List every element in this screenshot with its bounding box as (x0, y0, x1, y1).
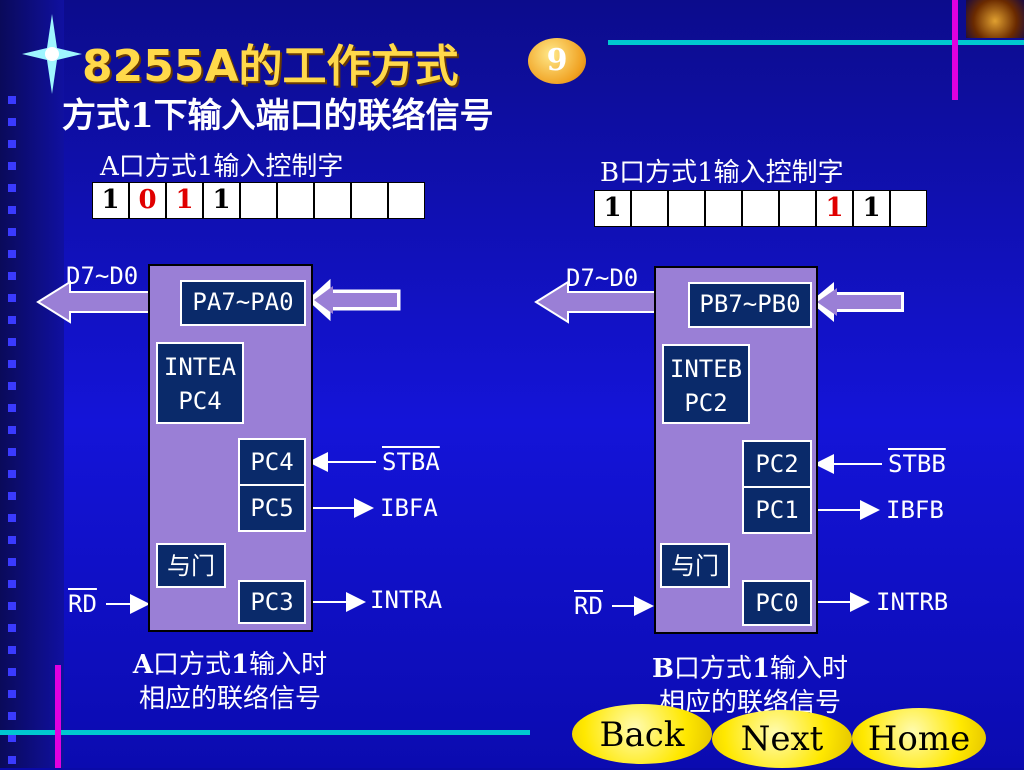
decorative-square (8, 96, 16, 104)
decorative-square (8, 602, 16, 610)
portB-bit-cell (631, 190, 668, 227)
decorative-square (8, 624, 16, 632)
decorative-square (8, 514, 16, 522)
decorative-square (8, 536, 16, 544)
portA-inte-label: INTEA (163, 353, 237, 381)
corner-globe-icon (966, 0, 1024, 38)
accent-line-top (608, 40, 1024, 45)
portB-port-box: PB7~PB0 (688, 282, 812, 328)
portB-bit-cell (779, 190, 816, 227)
home-button[interactable]: Home (852, 708, 986, 768)
decorative-square (8, 690, 16, 698)
decorative-square (8, 118, 16, 126)
portB-pc-top-box: PC2 (742, 440, 812, 488)
decorative-square (8, 162, 16, 170)
portA-bit-cell (388, 182, 425, 219)
portA-and-gate: 与门 (156, 543, 226, 588)
accent-line-bottom (0, 730, 530, 735)
portB-data-bus-label: D7~D0 (566, 264, 639, 292)
decorative-square (8, 272, 16, 280)
portB-bit-cell: 1 (853, 190, 890, 227)
decorative-square (8, 712, 16, 720)
portB-intr-signal: INTRB (876, 588, 949, 616)
portB-pc-bottom-box: PC0 (742, 580, 812, 626)
decorative-square (8, 448, 16, 456)
portA-strobe-signal: STBA (382, 448, 440, 476)
magenta-line-bottom (55, 665, 61, 768)
decorative-square (8, 294, 16, 302)
page-number-badge: 9 (528, 38, 586, 84)
decorative-square (8, 646, 16, 654)
portB-bit-cell (668, 190, 705, 227)
portA-data-bus-label: D7~D0 (66, 262, 139, 290)
portB-bit-cell: 1 (816, 190, 853, 227)
portA-control-word-label: A口方式1输入控制字 (100, 152, 344, 182)
portB-bit-cell (705, 190, 742, 227)
decorative-square (8, 734, 16, 742)
page-title: 8255A的工作方式 (82, 41, 459, 92)
portA-caption: A口方式1输入时 相应的联络信号 (132, 650, 328, 714)
portB-inte-box: INTEB PC2 (662, 344, 750, 424)
portA-inte-box: INTEA PC4 (156, 342, 244, 424)
decorative-square (8, 228, 16, 236)
decorative-square (8, 184, 16, 192)
portA-bit-cell (277, 182, 314, 219)
portB-strobe-signal: STBB (888, 450, 946, 478)
portB-and-gate: 与门 (660, 543, 730, 588)
decorative-square (8, 668, 16, 676)
portB-bit-cell (742, 190, 779, 227)
portB-inte-pin: PC2 (684, 389, 728, 417)
magenta-line-top (952, 0, 958, 100)
portA-ibf-signal: IBFA (380, 494, 438, 522)
portA-rd-signal: RD (68, 590, 97, 618)
portA-bit-cell (240, 182, 277, 219)
decorative-square (8, 404, 16, 412)
portA-inte-pin: PC4 (178, 387, 222, 415)
portA-bit-cell: 0 (129, 182, 166, 219)
portB-ibf-signal: IBFB (886, 496, 944, 524)
decorative-square (8, 250, 16, 258)
decorative-square (8, 492, 16, 500)
portA-bit-cell: 1 (166, 182, 203, 219)
decorative-square (8, 470, 16, 478)
decorative-square (8, 580, 16, 588)
portA-bit-cell (351, 182, 388, 219)
decorative-square (8, 382, 16, 390)
decorative-square (8, 360, 16, 368)
page-subtitle: 方式1下输入端口的联络信号 (62, 96, 494, 136)
portA-intr-signal: INTRA (370, 586, 443, 614)
portA-port-box: PA7~PA0 (180, 280, 306, 326)
decorative-square (8, 338, 16, 346)
decorative-square (8, 206, 16, 214)
decorative-square (8, 316, 16, 324)
star-icon (22, 14, 82, 94)
next-button[interactable]: Next (712, 710, 852, 768)
decorative-square (8, 558, 16, 566)
portA-bit-cell (314, 182, 351, 219)
portB-inte-label: INTEB (669, 355, 743, 383)
portA-bit-cell: 1 (92, 182, 129, 219)
portA-pc-mid-box: PC5 (238, 484, 306, 532)
portB-control-word-label: B口方式1输入控制字 (600, 158, 844, 188)
decorative-square (8, 756, 16, 764)
portA-pc-top-box: PC4 (238, 438, 306, 486)
portB-rd-signal: RD (574, 592, 603, 620)
portB-bit-cell: 1 (594, 190, 631, 227)
decorative-square (8, 426, 16, 434)
back-button[interactable]: Back (572, 704, 712, 764)
portB-bit-cell (890, 190, 927, 227)
portA-bit-cell: 1 (203, 182, 240, 219)
portA-pc-bottom-box: PC3 (238, 580, 306, 624)
portB-pc-mid-box: PC1 (742, 486, 812, 534)
decorative-square (8, 140, 16, 148)
